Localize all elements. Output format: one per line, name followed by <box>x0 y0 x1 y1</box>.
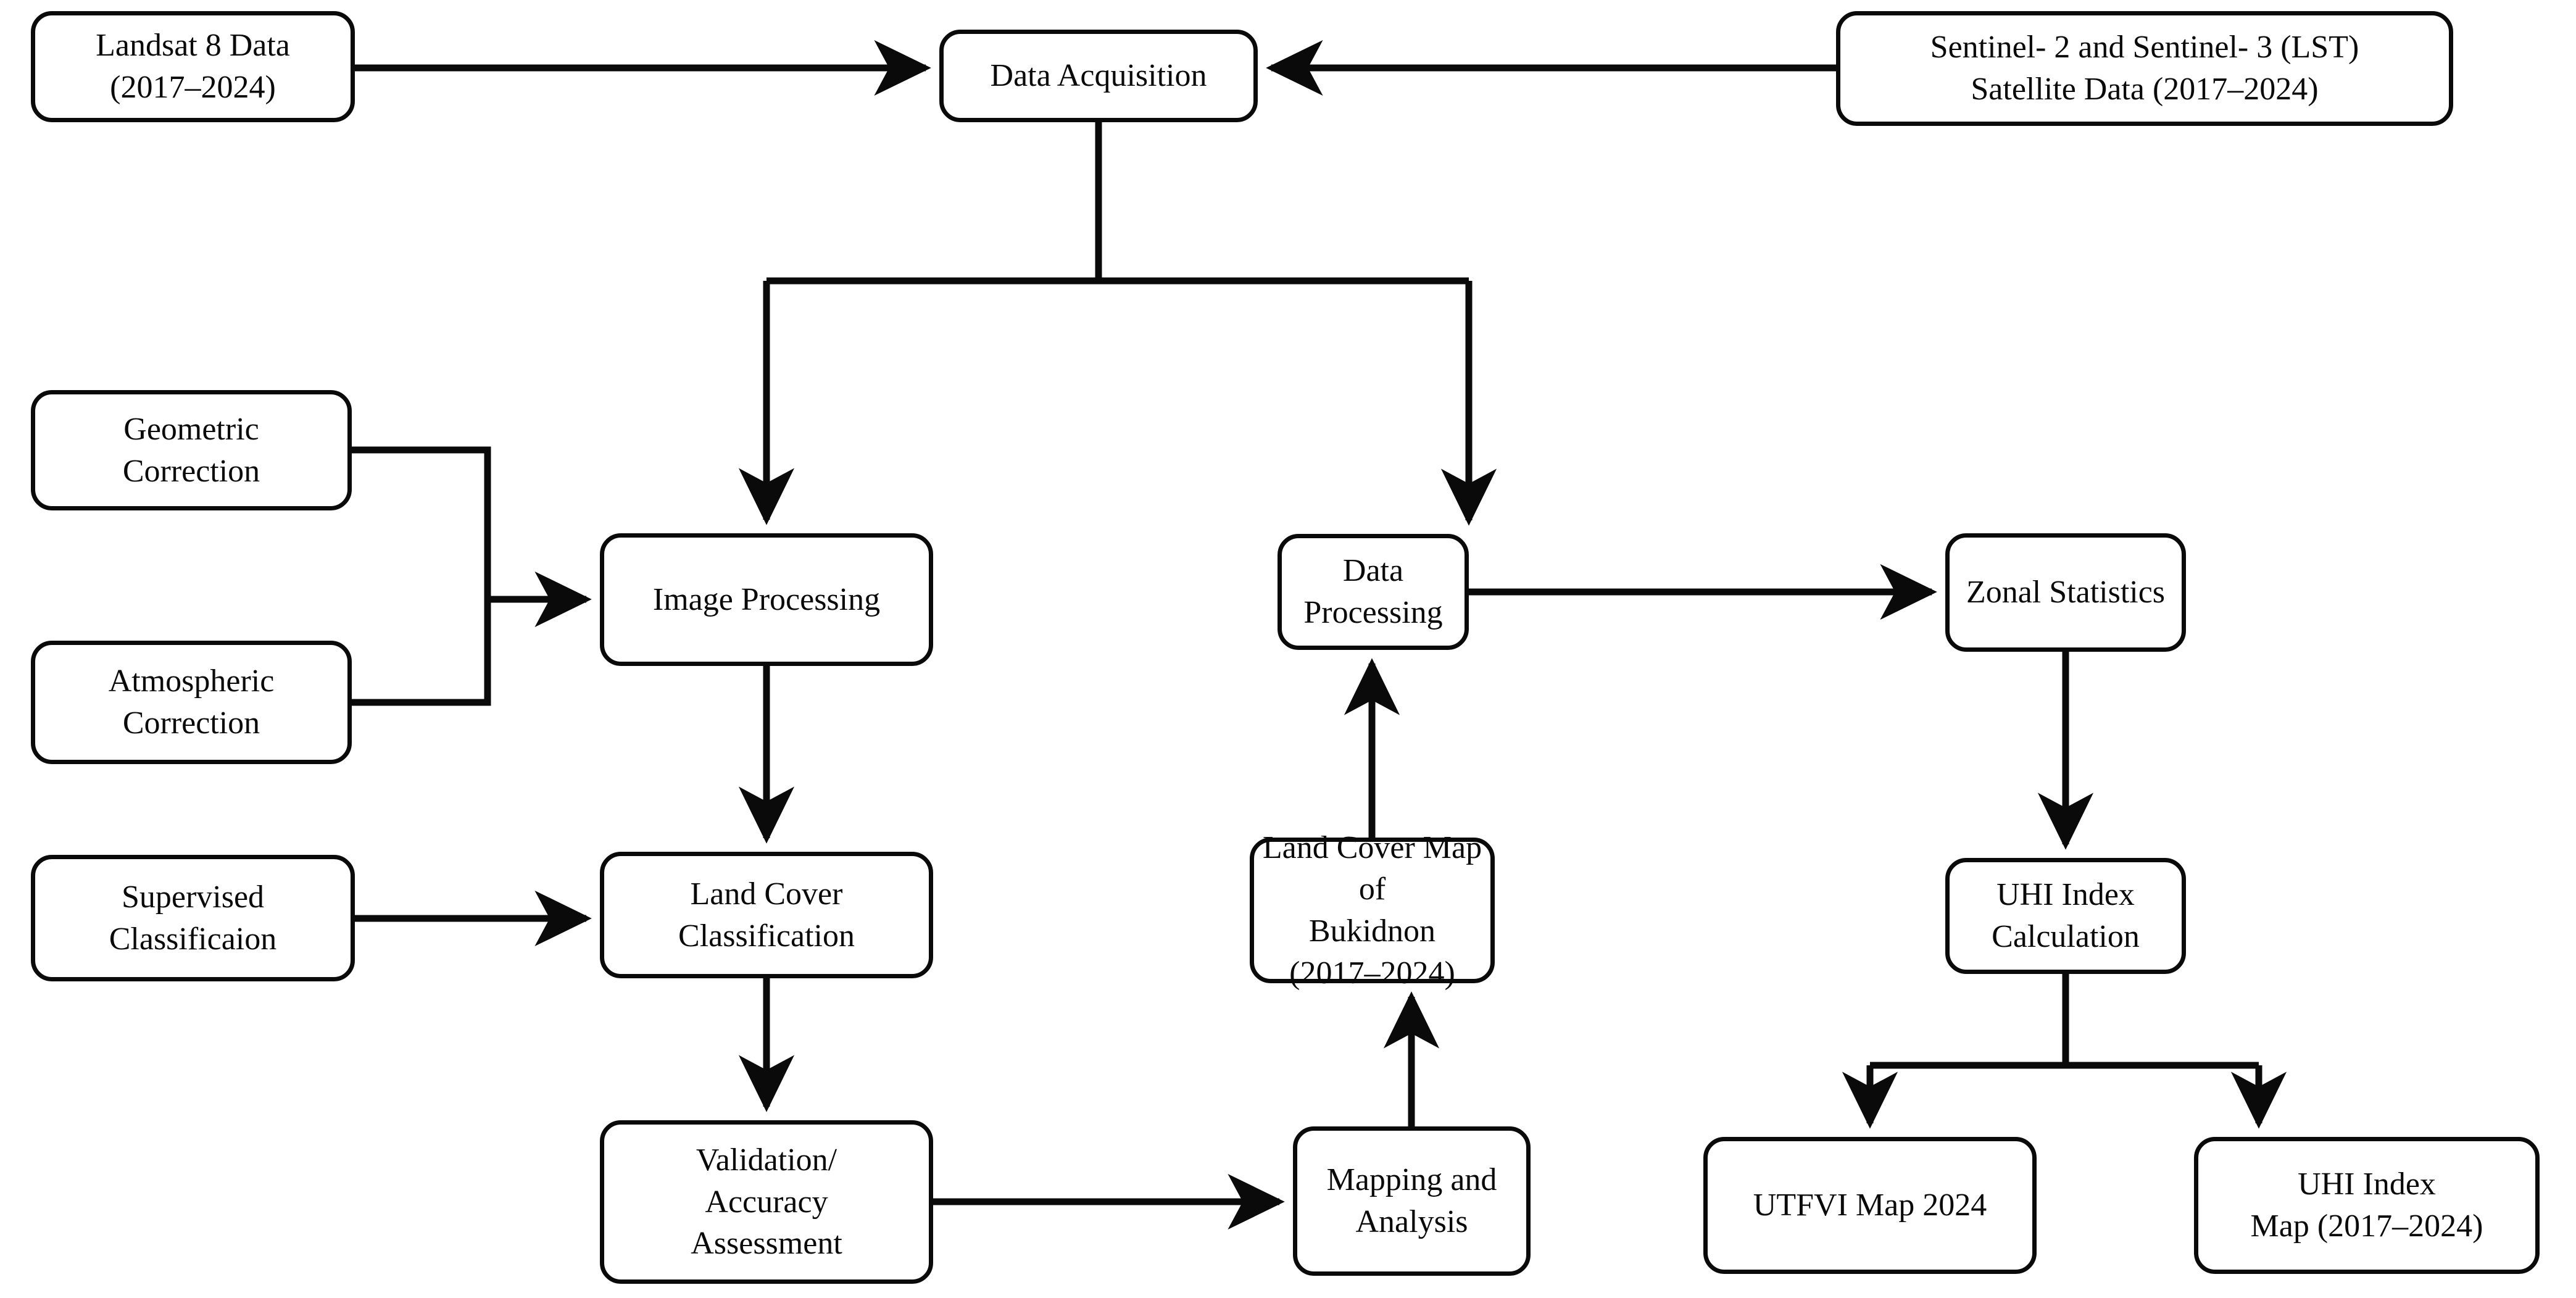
node-image-processing[interactable]: Image Processing <box>600 533 933 666</box>
node-label: Data Acquisition <box>990 58 1207 94</box>
node-data-acquisition[interactable]: Data Acquisition <box>939 30 1258 122</box>
node-land-cover-map-bukidnon[interactable]: Land Cover Map of Bukidnon (2017–2024) <box>1250 830 1495 991</box>
node-label: Atmospheric Correction <box>108 664 275 741</box>
node-geometric-correction[interactable]: Geometric Correction <box>31 390 352 510</box>
node-sentinel-satellite-data[interactable]: Sentinel- 2 and Sentinel- 3 (LST) Satell… <box>1836 11 2453 126</box>
node-landsat-8-data[interactable]: Landsat 8 Data (2017–2024) <box>31 11 355 122</box>
node-validation-accuracy-assessment[interactable]: Validation/ Accuracy Assessment <box>600 1120 933 1284</box>
node-atmospheric-correction[interactable]: Atmospheric Correction <box>31 641 352 764</box>
node-uhi-index-map[interactable]: UHI Index Map (2017–2024) <box>2194 1137 2540 1274</box>
node-supervised-classification[interactable]: Supervised Classificaion <box>31 855 355 981</box>
node-zonal-statistics[interactable]: Zonal Statistics <box>1945 533 2186 652</box>
node-label: Supervised Classificaion <box>109 879 277 957</box>
node-label: Geometric Correction <box>122 411 260 489</box>
edge-geometric-merge <box>352 446 491 599</box>
node-label: Validation/ Accuracy Assessment <box>691 1142 842 1262</box>
node-label: Zonal Statistics <box>1966 575 2166 610</box>
node-mapping-and-analysis[interactable]: Mapping and Analysis <box>1293 1126 1531 1276</box>
edge-atmospheric-merge <box>352 599 491 706</box>
node-label: Landsat 8 Data (2017–2024) <box>96 28 290 105</box>
node-label: Mapping and Analysis <box>1326 1162 1497 1239</box>
node-label: Data Processing <box>1303 553 1443 630</box>
node-label: Land Cover Map of Bukidnon (2017–2024) <box>1262 830 1482 991</box>
node-label: UHI Index Calculation <box>1992 877 2140 954</box>
node-label: UTFVI Map 2024 <box>1753 1188 1987 1223</box>
node-uhi-index-calculation[interactable]: UHI Index Calculation <box>1945 858 2186 974</box>
node-label: Land Cover Classification <box>678 876 855 954</box>
node-land-cover-classification[interactable]: Land Cover Classification <box>600 852 933 978</box>
node-label: Image Processing <box>652 581 881 617</box>
node-data-processing[interactable]: Data Processing <box>1278 534 1469 650</box>
node-label: UHI Index Map (2017–2024) <box>2250 1167 2483 1244</box>
node-utfvi-map-2024[interactable]: UTFVI Map 2024 <box>1703 1137 2037 1274</box>
node-label: Sentinel- 2 and Sentinel- 3 (LST) Satell… <box>1930 30 2359 107</box>
